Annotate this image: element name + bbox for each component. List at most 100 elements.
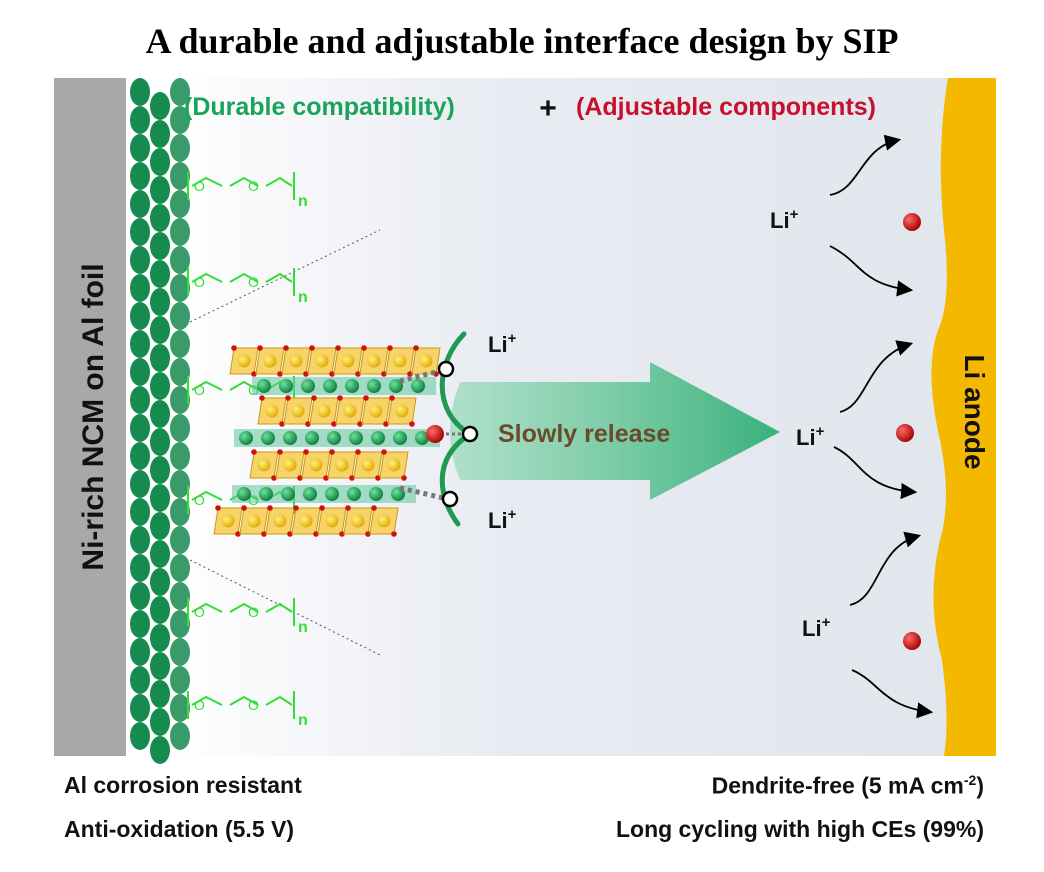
metal-atom (343, 404, 357, 418)
lithium-atom (325, 487, 339, 501)
ncm-particle (130, 302, 150, 330)
metal-atom (369, 404, 383, 418)
metal-atom (291, 404, 305, 418)
ncm-particle (130, 526, 150, 554)
plus-sign: + (539, 92, 557, 125)
ncm-particle-layer (130, 78, 190, 764)
oxygen-atom (375, 475, 381, 481)
metal-atom (283, 458, 297, 472)
ncm-particle (170, 330, 190, 358)
lithium-atom (259, 487, 273, 501)
ncm-particle (170, 358, 190, 386)
li-ion-charge: + (790, 206, 799, 223)
li-ion-symbol: Li (488, 508, 508, 533)
oxygen-atom (335, 345, 341, 351)
lithium-atom (323, 379, 337, 393)
oxygen-atom (267, 505, 273, 511)
oxygen-atom (331, 421, 337, 427)
oxygen-atom (349, 475, 355, 481)
chain-bond (229, 695, 259, 706)
oxygen-atom (271, 475, 277, 481)
li-ion-label: Li+ (488, 506, 517, 533)
footer-anti-oxidation: Anti-oxidation (5.5 V) (64, 816, 294, 842)
ncm-particle (130, 190, 150, 218)
metal-atom (247, 514, 261, 528)
oxygen-atom (257, 345, 263, 351)
ncm-particle (130, 666, 150, 694)
ncm-particle (130, 694, 150, 722)
ncm-particle (150, 736, 170, 764)
ncm-particle (170, 274, 190, 302)
ncm-particle (130, 554, 150, 582)
li-ion-charge: + (508, 506, 517, 523)
metal-atom (263, 354, 277, 368)
flow-arrow-5 (849, 531, 922, 606)
oxygen-atom (279, 421, 285, 427)
footer-dendrite-main: Dendrite-free (5 mA cm (711, 772, 964, 799)
page-title: A durable and adjustable interface desig… (145, 21, 899, 61)
metal-atom (361, 458, 375, 472)
metal-atom (221, 514, 235, 528)
ncm-particle (170, 134, 190, 162)
footer-dendrite-free: Dendrite-free (5 mA cm-2) (712, 772, 984, 800)
lithium-atom (261, 431, 275, 445)
ncm-particle (150, 428, 170, 456)
chain-bond (265, 272, 293, 283)
chain-repeat-label: n (298, 289, 308, 306)
ncm-particle (150, 260, 170, 288)
li-ion-charge: + (508, 330, 517, 347)
chain-oxygen-label: O (248, 178, 259, 194)
lithium-atom (369, 487, 383, 501)
chain-oxygen-label: O (194, 604, 205, 620)
chain-oxygen-label: O (194, 492, 205, 508)
metal-atom (299, 514, 313, 528)
layered-crystal-structure (213, 345, 441, 537)
lithium-atom (415, 431, 429, 445)
lithium-atom (305, 431, 319, 445)
lithium-atom (237, 487, 251, 501)
cathode-label: Ni-rich NCM on Al foil (77, 263, 110, 570)
ncm-particle (170, 414, 190, 442)
oxygen-atom (215, 505, 221, 511)
lithium-atom (257, 379, 271, 393)
oxygen-atom (297, 475, 303, 481)
oxygen-atom (285, 395, 291, 401)
ncm-particle (170, 218, 190, 246)
ncm-particle (130, 722, 150, 750)
chain-bond (265, 176, 293, 187)
ncm-particle (130, 134, 150, 162)
ncm-particle (150, 344, 170, 372)
footer-dendrite-end: ) (976, 772, 984, 799)
metal-atom (351, 514, 365, 528)
footer-long-cycling: Long cycling with high CEs (99%) (615, 816, 984, 842)
lithium-atom (367, 379, 381, 393)
ncm-particle (150, 708, 170, 736)
ncm-particle (150, 456, 170, 484)
li-ion-symbol: Li (488, 332, 508, 357)
li-site-top (437, 360, 455, 378)
metal-atom (289, 354, 303, 368)
red-component-sphere (426, 425, 444, 443)
chain-bond (191, 272, 223, 283)
oxygen-atom (311, 395, 317, 401)
lithium-atom (327, 431, 341, 445)
ncm-particle (150, 512, 170, 540)
oxygen-atom (363, 395, 369, 401)
chain-bond (229, 272, 259, 283)
ncm-particle (130, 582, 150, 610)
chain-oxygen-label: O (248, 697, 259, 713)
li-ion-label: Li+ (802, 614, 831, 641)
ncm-particle (150, 624, 170, 652)
chain-repeat-label: n (298, 712, 308, 729)
metal-atom (257, 458, 271, 472)
oxygen-atom (387, 345, 393, 351)
metal-atom (377, 514, 391, 528)
metal-atom (317, 404, 331, 418)
li-site-bottom (441, 490, 459, 508)
oxygen-atom (345, 505, 351, 511)
metal-atom (419, 354, 433, 368)
red-component-sphere-3 (903, 632, 921, 650)
ncm-particle (170, 610, 190, 638)
